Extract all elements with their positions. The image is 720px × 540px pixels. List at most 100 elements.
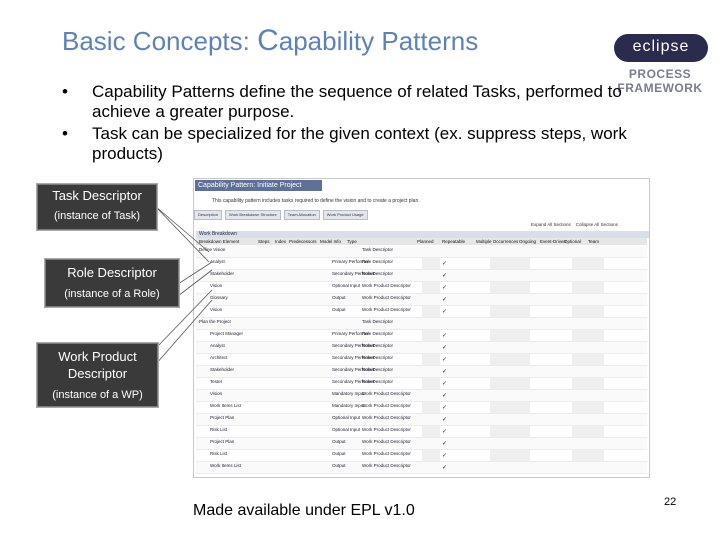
screenshot-header: Capability Pattern: Initiate Project (195, 180, 322, 191)
tab-work-breakdown[interactable]: Work Breakdown Structure (225, 210, 281, 220)
collapse-all-link[interactable]: Collapse All Sections (575, 222, 618, 227)
row-element-name: Tester (210, 379, 223, 384)
column-header: Index (275, 239, 287, 244)
slide-title: Basic Concepts: Capability Patterns (62, 24, 478, 58)
column-header: Multiple Occurrences (476, 239, 519, 244)
work-breakdown-section-header[interactable]: Work Breakdown (196, 231, 649, 238)
callout-title-line1: Work Product (58, 349, 137, 364)
row-type: Role Descriptor (362, 343, 394, 348)
row-element-name: Architect (210, 355, 228, 360)
planned-check-icon: ✓ (442, 285, 448, 291)
title-main: Basic Concepts: (62, 26, 258, 56)
row-element-name: Vision (210, 307, 223, 312)
callout-subtitle: (instance of a WP) (52, 389, 143, 401)
planned-check-icon: ✓ (442, 261, 448, 267)
row-type: Work Product Descriptor (362, 391, 411, 396)
row-type: Task Descriptor (362, 247, 394, 252)
planned-check-icon: ✓ (442, 357, 448, 363)
planned-check-icon: ✓ (442, 369, 448, 375)
row-element-name: Work Items List (210, 463, 241, 468)
row-type: Work Product Descriptor (362, 463, 411, 468)
tab-team-allocation[interactable]: Team Allocation (283, 210, 320, 220)
row-model-info: Secondary Performer (332, 343, 375, 348)
row-model-info: Secondary Performer (332, 355, 375, 360)
tab-description[interactable]: Description (194, 210, 223, 220)
screenshot-description: This capability pattern includes tasks r… (212, 198, 420, 204)
planned-check-icon: ✓ (442, 273, 448, 279)
row-model-info: Secondary Performer (332, 271, 375, 276)
row-type: Role Descriptor (362, 367, 394, 372)
row-type: Role Descriptor (362, 355, 394, 360)
row-type: Role Descriptor (362, 331, 394, 336)
eclipse-process-framework-logo: eclipse PROCESS FRAMEWORK (604, 34, 716, 96)
column-header: Ongoing (519, 239, 537, 244)
shaded-column (572, 246, 604, 474)
tab-work-product-usage[interactable]: Work Product Usage (322, 210, 368, 220)
logo-line-process: PROCESS (628, 67, 692, 81)
row-model-info: Optional Input (332, 415, 361, 420)
row-type: Work Product Descriptor (362, 415, 411, 420)
column-header: Event-Driven (540, 239, 567, 244)
planned-check-icon: ✓ (442, 381, 448, 387)
column-header: Repeatable (442, 239, 466, 244)
row-model-info: Optional Input (332, 427, 361, 432)
callout-title: Role Descriptor (67, 265, 157, 280)
planned-check-icon: ✓ (442, 297, 448, 303)
callout-title: Task Descriptor (52, 188, 142, 203)
row-element-name: Vision (210, 391, 223, 396)
bullet-text: Capability Patterns define the sequence … (92, 82, 622, 121)
planned-check-icon: ✓ (442, 345, 448, 351)
row-type: Work Product Descriptor (362, 451, 411, 456)
row-model-info: Primary Performer (332, 259, 369, 264)
bullet-dot: • (62, 124, 68, 143)
column-header: Optional (564, 239, 581, 244)
column-header: Planned (417, 239, 434, 244)
row-type: Work Product Descriptor (362, 283, 411, 288)
title-rest: apability Patterns (278, 26, 479, 56)
row-element-name: Project Plan (210, 439, 235, 444)
column-header: Model Info (320, 239, 342, 244)
row-model-info: Output (332, 307, 346, 312)
row-type: Work Product Descriptor (362, 427, 411, 432)
row-model-info: Output (332, 295, 346, 300)
screenshot-tabs: Description Work Breakdown Structure Tea… (194, 210, 649, 220)
column-header: Type (347, 239, 357, 244)
expand-all-link[interactable]: Expand All Sections (531, 222, 571, 227)
row-element-name: Project Plan (210, 415, 235, 420)
eclipse-logo-oval (614, 34, 708, 62)
row-model-info: Secondary Performer (332, 379, 375, 384)
row-model-info: Output (332, 439, 346, 444)
column-header: Steps (258, 239, 270, 244)
license-footer: Made available under EPL v1.0 (193, 502, 415, 519)
callout-subtitle: (instance of Task) (53, 210, 140, 222)
table-row[interactable]: Work Items List Output Work Product Descri… (196, 462, 647, 474)
role-descriptor-callout: Role Descriptor (instance of a Role) (44, 258, 180, 308)
callout-title-line2: Descriptor (67, 366, 128, 381)
row-type: Work Product Descriptor (362, 307, 411, 312)
row-element-name: Project Manager (210, 331, 244, 336)
row-model-info: Output (332, 451, 346, 456)
task-descriptor-callout: Task Descriptor (instance of Task) (36, 183, 158, 231)
section-toggles: Expand All Sections Collapse All Section… (531, 222, 618, 227)
row-model-info: Output (332, 463, 346, 468)
